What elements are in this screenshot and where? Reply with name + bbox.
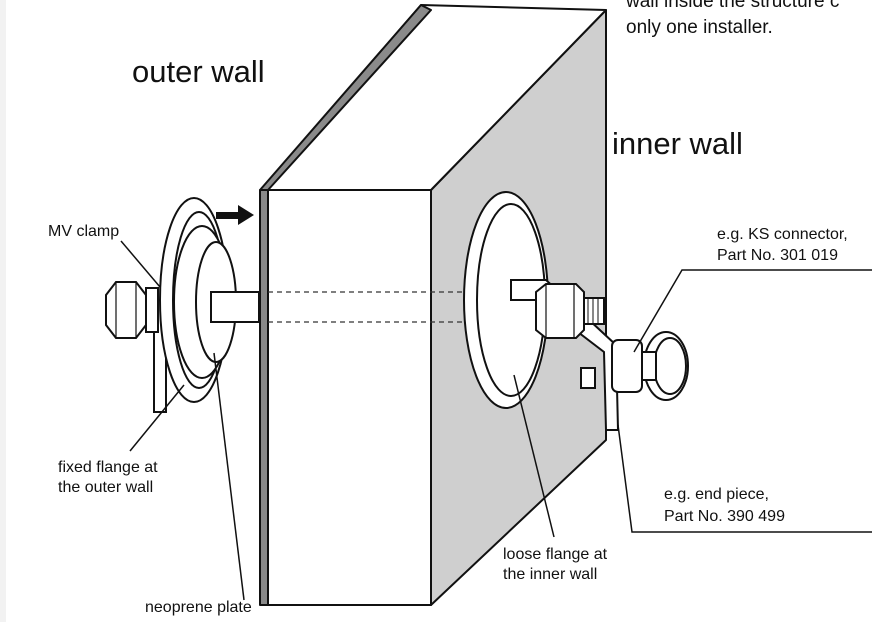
- leader-mv-clamp: [120, 240, 161, 288]
- leader-fixed-flange: [129, 384, 185, 452]
- neoprene-plate-top: [259, 4, 432, 191]
- loose-flange-label-line1: loose flange at: [503, 546, 608, 563]
- thread-lines: [587, 298, 599, 324]
- fixed-flange-label-line2: the outer wall: [58, 479, 154, 496]
- header-note-line1: wall inside the structure c: [626, 0, 840, 12]
- bore-lines: [268, 291, 526, 323]
- outer-flange-assembly: [105, 197, 260, 413]
- outer-wall-label: outer wall: [132, 54, 265, 89]
- fixed-flange-label-line1: fixed flange at: [58, 459, 158, 476]
- leader-end-piece: [617, 424, 872, 533]
- inner-nut: [535, 283, 585, 339]
- neoprene-plate-label: neoprene plate: [145, 599, 252, 616]
- ks-connector-label-line1: e.g. KS connector,: [717, 226, 848, 243]
- ks-connector-body: [611, 339, 643, 393]
- inner-flange-assembly: [463, 191, 689, 431]
- wall-front-face: [267, 189, 432, 606]
- end-piece-label-line2: Part No. 390 499: [664, 508, 785, 525]
- leader-loose-flange: [513, 374, 555, 538]
- end-piece-label-line1: e.g. end piece,: [664, 486, 769, 503]
- neoprene-plate-shape: [259, 189, 269, 606]
- mv-clamp-label: MV clamp: [48, 223, 120, 240]
- inner-wall-label: inner wall: [612, 126, 743, 161]
- outer-nut: [105, 281, 147, 339]
- leader-lines: [120, 240, 872, 601]
- loose-flange-label-line2: the inner wall: [503, 566, 598, 583]
- arrow-icon: [216, 205, 254, 225]
- wall-penetration-diagram: wall inside the structure c only one ins…: [6, 0, 875, 622]
- leader-ks-connector: [633, 269, 872, 353]
- diagram-drawing: [105, 4, 872, 606]
- header-note-line2: only one installer.: [626, 17, 773, 38]
- ks-connector-label-line2: Part No. 301 019: [717, 247, 838, 264]
- leader-neoprene: [213, 352, 245, 601]
